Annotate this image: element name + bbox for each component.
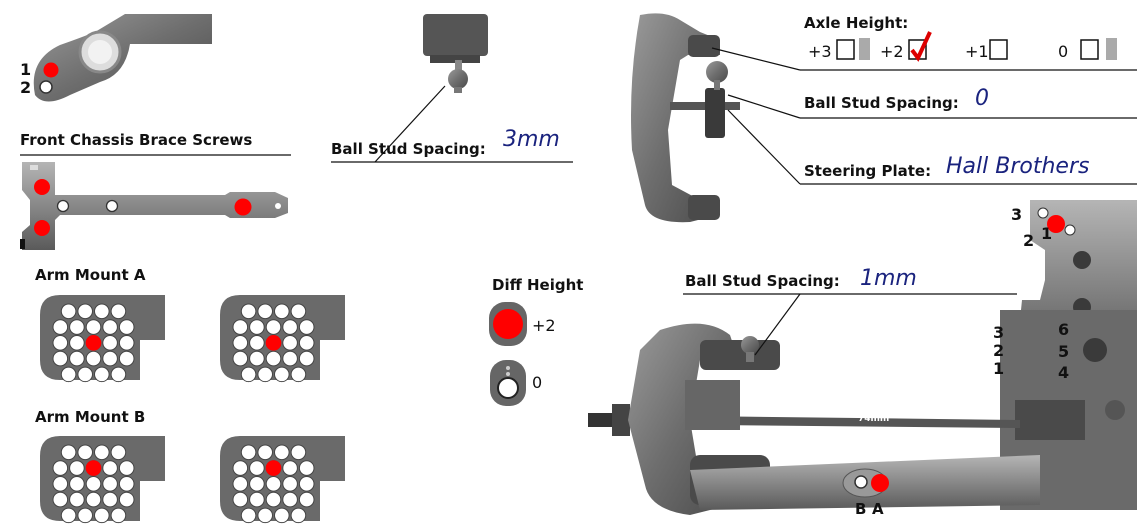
shock-left-3: 3 <box>993 323 1005 342</box>
ball-stud-spacing-label-lower: Ball Stud Spacing: <box>685 272 840 290</box>
mount-hole-selected <box>265 335 282 351</box>
diff-height-plus2-label: +2 <box>532 316 556 335</box>
shock-left-2: 2 <box>993 341 1005 360</box>
shock-left-1: 1 <box>993 359 1005 378</box>
front-chassis-brace-part <box>20 162 288 250</box>
mount-hole-selected <box>265 460 282 476</box>
axle-option-plus2: +2 <box>880 42 904 61</box>
steering-arm-part <box>33 14 212 102</box>
tie-rod-length-label: 74mm <box>858 414 890 424</box>
brace-screw-right <box>234 198 252 216</box>
axle-icon-0 <box>1106 38 1117 60</box>
ball-stud-spacing-value-top: 0 <box>975 86 989 111</box>
shock-right-5: 5 <box>1058 342 1070 361</box>
ball-stud-spacing-value-center: 3mm <box>503 127 560 152</box>
tower-position-1: 1 <box>1041 224 1053 243</box>
arm-mount-a-left <box>40 295 165 383</box>
tower-position-3: 3 <box>1011 205 1023 224</box>
arm-hole-1-selected <box>43 62 59 78</box>
tower-position-2: 2 <box>1023 231 1035 250</box>
axle-option-plus1: +1 <box>965 42 989 61</box>
shock-right-4: 4 <box>1058 363 1070 382</box>
arm-mount-a-right <box>220 295 345 383</box>
ball-stud-spacing-label-center: Ball Stud Spacing: <box>331 140 486 158</box>
arm-mount-a-title: Arm Mount A <box>35 266 146 284</box>
mount-hole-selected <box>85 460 102 476</box>
arm-hole-2 <box>39 80 53 94</box>
diff-height-option-plus2 <box>489 302 527 346</box>
axle-box-plus3 <box>836 39 855 60</box>
axle-height-boxes <box>836 31 1117 62</box>
shock-right-6: 6 <box>1058 320 1070 339</box>
front-brace-title: Front Chassis Brace Screws <box>20 131 253 149</box>
axle-icon-plus3 <box>859 38 870 60</box>
spindle-carrier-part <box>631 13 740 223</box>
brace-screw-left-top <box>34 179 50 195</box>
ball-stud-part <box>423 14 488 93</box>
ball-stud-spacing-label-top: Ball Stud Spacing: <box>804 94 959 112</box>
diff-height-title: Diff Height <box>492 276 584 294</box>
arm-mount-b-left <box>40 436 165 524</box>
arm-position-1-label: 1 <box>20 60 32 79</box>
ball-stud-spacing-value-lower: 1mm <box>860 266 917 291</box>
axle-height-title: Axle Height: <box>804 14 909 32</box>
arm-mount-b-right <box>220 436 345 524</box>
arm-hole-a-label: A <box>872 500 884 518</box>
diff-height-option-0 <box>490 360 526 406</box>
front-suspension-assembly <box>588 310 1137 515</box>
steering-plate-value: Hall Brothers <box>946 154 1090 179</box>
arm-hole-b-label: B <box>855 500 867 518</box>
brace-screw-left-bottom <box>34 220 50 236</box>
axle-check-plus2 <box>910 31 932 62</box>
axle-box-plus1 <box>989 39 1008 60</box>
steering-plate-label: Steering Plate: <box>804 162 932 180</box>
axle-option-plus3: +3 <box>808 42 832 61</box>
mount-hole-selected <box>85 335 102 351</box>
arm-mount-b-title: Arm Mount B <box>35 408 146 426</box>
axle-option-0: 0 <box>1058 42 1069 61</box>
axle-box-0 <box>1080 39 1099 60</box>
diff-height-0-label: 0 <box>532 373 543 392</box>
arm-position-2-label: 2 <box>20 78 32 97</box>
